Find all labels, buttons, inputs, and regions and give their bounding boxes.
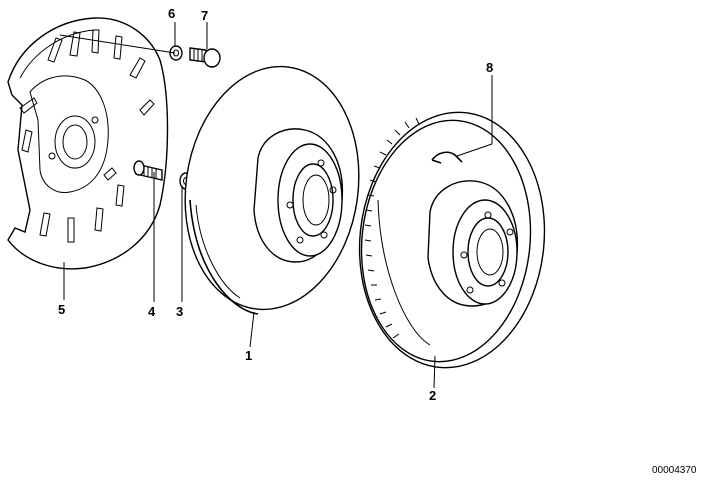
- brake-disc-solid-part: [184, 65, 360, 315]
- leader-lines: [59, 22, 493, 389]
- splash-shield-part: [7, 17, 169, 270]
- brake-disc-vented-part: [358, 111, 546, 369]
- callout-4: 4: [148, 304, 156, 319]
- callout-3: 3: [176, 304, 183, 319]
- callout-5: 5: [58, 302, 65, 317]
- callout-6: 6: [168, 6, 175, 21]
- reference-number: 00004370: [652, 465, 697, 476]
- callout-7: 7: [201, 8, 208, 23]
- stud-part: [133, 160, 163, 181]
- spring-clip-part: [431, 151, 463, 164]
- callout-1: 1: [245, 348, 252, 363]
- callout-2: 2: [429, 388, 436, 403]
- bolt-part: [189, 47, 221, 68]
- callout-8: 8: [486, 60, 493, 75]
